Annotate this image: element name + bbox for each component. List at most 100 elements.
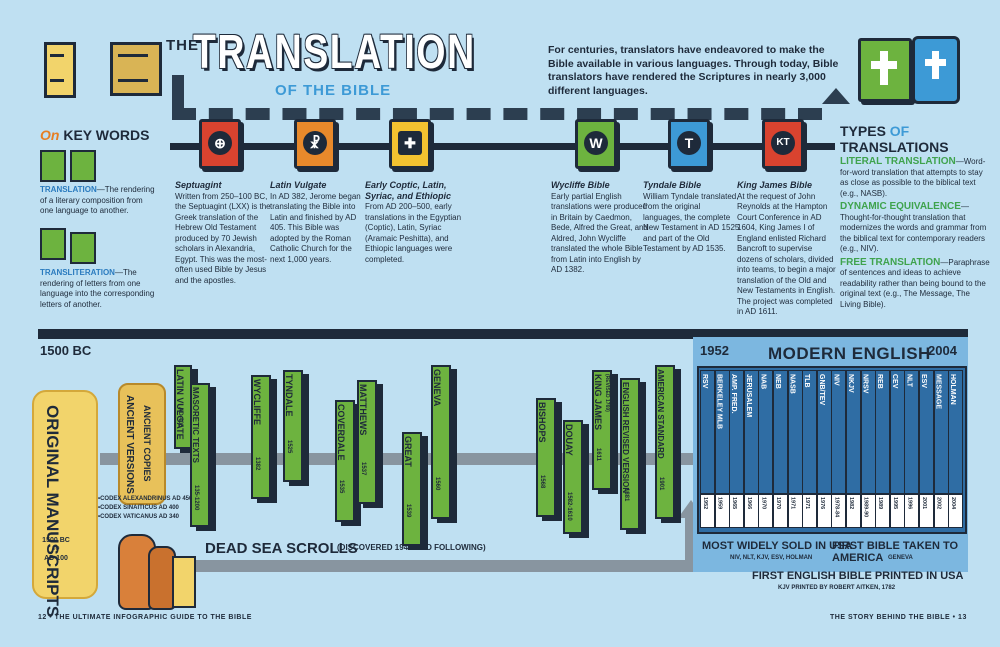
version-name: MATTHEWS — [358, 384, 368, 436]
timeline-entry: King James Bible At the request of John … — [737, 180, 837, 318]
modern-book-name: NEB — [774, 374, 781, 389]
version-name: GENEVA — [432, 369, 442, 407]
modern-book-year-box — [700, 494, 715, 528]
free-def: —Paraphrase of sentences and ideas to ac… — [840, 257, 990, 309]
modern-book — [743, 370, 759, 494]
modern-book-name: GNB/TEV — [817, 374, 825, 406]
first-printed-label: FIRST ENGLISH BIBLE PRINTED IN USA — [752, 570, 964, 582]
modern-book-year: 1965 — [731, 497, 738, 510]
version-name: AMERICAN STANDARD — [656, 369, 665, 459]
title-prefix: THE — [166, 37, 199, 54]
modern-book — [773, 370, 788, 494]
modern-book-name: AMP. FRED. — [730, 374, 738, 414]
modern-book-year-box — [831, 494, 847, 528]
modern-book-name: NRSV — [861, 374, 869, 394]
version-year: 1881 — [623, 488, 629, 502]
om-date-to: TO — [52, 546, 60, 552]
entry-text: In AD 382, Jerome began translating the … — [270, 191, 361, 264]
modern-start-year: 1952 — [700, 343, 729, 358]
timeline-entry: Wycliffe Bible Early partial English tra… — [551, 180, 649, 276]
transliteration-doc-icon — [70, 232, 96, 264]
entry-title: Early Coptic, Latin, Syriac, and Ethiopi… — [365, 180, 452, 201]
translation-doc-icon — [70, 150, 96, 182]
key-words-title: KEY WORDS — [63, 127, 150, 143]
version-year: 1537 — [360, 462, 366, 476]
free-term: FREE TRANSLATION — [840, 256, 941, 268]
version-year: 1525 — [286, 440, 292, 454]
version-name: LATIN VULGATE — [175, 369, 185, 440]
ancient-copies-label: ANCIENT COPIES — [142, 405, 152, 482]
entry-title: Latin Vulgate — [270, 180, 327, 190]
modern-book-year: 1989 — [877, 497, 884, 510]
scroll-icon — [110, 42, 162, 96]
codex-item: •CODEX SINAITICUS AD 400 — [98, 505, 179, 511]
entry-text: William Tyndale translated, from the ori… — [643, 191, 740, 254]
modern-book-year: 1995 — [891, 497, 898, 510]
version-year: 135-1200 — [193, 485, 199, 511]
version-slab — [335, 400, 355, 522]
free-item: FREE TRANSLATION—Paraphrase of sentences… — [840, 256, 990, 311]
modern-book-year: 1970 — [775, 497, 781, 510]
modern-book-year: 2001 — [921, 497, 927, 510]
version-year: AD 405 — [177, 407, 183, 428]
original-manuscripts-label: ORIGINAL MANUSCRIPTS — [43, 405, 62, 618]
version-year: 1568 — [539, 475, 545, 489]
modern-book — [948, 370, 964, 494]
tablet-icon — [912, 36, 960, 104]
modern-book — [875, 370, 891, 494]
modern-book-year-box — [904, 494, 920, 528]
original-manuscripts-scroll — [32, 390, 98, 599]
king-james-book-icon: KT — [762, 119, 804, 169]
version-name: TYNDALE — [284, 374, 294, 417]
transliteration-doc-icon — [40, 228, 66, 260]
modern-book-name: NAB — [759, 374, 767, 390]
modern-book-year-box — [816, 494, 832, 528]
timeline-entry: Early Coptic, Latin, Syriac, and Ethiopi… — [365, 180, 475, 265]
modern-book — [729, 370, 745, 494]
modern-book — [802, 370, 818, 494]
modern-book-year: 1966 — [745, 497, 752, 510]
modern-book-year: 2004 — [950, 497, 957, 510]
modern-book-year: 1959 — [716, 497, 723, 510]
modern-book-year: 1982 — [848, 497, 854, 510]
entry-title: King James Bible — [737, 180, 813, 190]
version-slab — [563, 420, 583, 534]
modern-book — [700, 370, 715, 494]
version-slab — [592, 370, 612, 490]
modern-book-year-box — [729, 494, 745, 528]
modern-book-year: 1971 — [804, 497, 811, 510]
transliteration-definition: TRANSLITERATION—The rendering of letters… — [40, 268, 158, 310]
modern-book-year: 1989-90 — [862, 497, 869, 518]
modern-book-name: NIV — [832, 374, 840, 386]
entry-title: Tyndale Bible — [643, 180, 702, 190]
version-sub: (REVISED 1769) — [604, 374, 610, 412]
modern-book — [758, 370, 774, 494]
version-name: MASORETIC TEXTS — [191, 387, 200, 464]
ancient-versions-label: ANCIENT VERSIONS — [124, 395, 135, 494]
modern-book — [831, 370, 847, 494]
version-slab — [251, 375, 271, 499]
modern-book-year-box — [919, 494, 934, 528]
timeline-entry: Latin Vulgate In AD 382, Jerome began tr… — [270, 180, 368, 265]
version-year: 1611 — [595, 448, 601, 462]
types-heading-1: TYPES — [840, 123, 886, 139]
dashed-path — [172, 108, 822, 120]
version-year: 1535 — [338, 480, 344, 494]
modern-book-name: NKJV — [847, 374, 854, 393]
key-words-heading: On KEY WORDS — [40, 127, 149, 143]
version-name: BISHOPS — [537, 402, 547, 443]
modern-book — [933, 370, 949, 494]
modern-book — [816, 370, 832, 494]
translation-doc-icon — [40, 150, 66, 182]
modern-book-year: 1996 — [906, 497, 913, 510]
tyndale-book-icon: T — [668, 119, 710, 169]
om-date-start: 1500 BC — [42, 537, 70, 544]
entry-text: From AD 200–500, early translations in t… — [365, 202, 462, 264]
modern-book — [919, 370, 934, 494]
wycliffe-book-icon: W — [575, 119, 617, 169]
modern-book-year: 1971 — [789, 497, 796, 510]
types-heading-2: TRANSLATIONS — [840, 139, 949, 155]
most-sold-note: NIV, NLT, KJV, ESV, HOLMAN — [730, 555, 813, 561]
modern-book-year-box — [773, 494, 788, 528]
page-title: TRANSLATION — [193, 26, 476, 79]
